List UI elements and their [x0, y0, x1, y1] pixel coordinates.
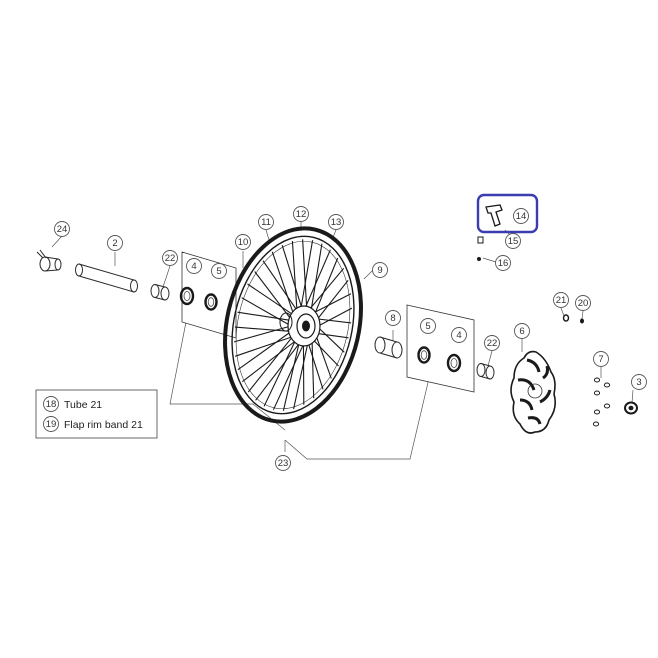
callout-15[interactable]: 15	[505, 233, 521, 249]
svg-text:19: 19	[46, 419, 57, 430]
legend-box: 18 Tube 21 19 Flap rim band 21	[35, 389, 158, 439]
legend-rim-band-label: Flap rim band 21	[64, 419, 143, 431]
svg-text:8: 8	[390, 313, 395, 324]
spoke	[262, 260, 303, 318]
svg-text:4: 4	[191, 261, 196, 272]
callout-14[interactable]: 14	[513, 208, 529, 224]
svg-text:16: 16	[498, 258, 509, 269]
callout-21[interactable]: 21	[553, 292, 569, 308]
callout-9[interactable]: 9	[372, 262, 388, 278]
disc-bolts-part	[592, 377, 611, 427]
svg-text:10: 10	[238, 237, 249, 248]
bearing-box-right	[406, 304, 475, 393]
spoke	[298, 240, 314, 317]
spacer-left-part	[150, 284, 170, 301]
svg-text:23: 23	[278, 458, 289, 469]
svg-text:4: 4	[456, 330, 461, 341]
callout-18[interactable]: 18	[43, 396, 59, 412]
svg-text:11: 11	[261, 217, 271, 228]
spoke	[282, 335, 302, 411]
spoke	[255, 334, 307, 401]
spoke	[237, 311, 298, 322]
callout-4-right[interactable]: 4	[451, 327, 467, 343]
svg-text:21: 21	[556, 295, 567, 306]
callout-3[interactable]: 3	[631, 374, 647, 390]
nut-21-part	[562, 314, 570, 322]
callout-8[interactable]: 8	[385, 310, 401, 326]
callout-5-left[interactable]: 5	[211, 263, 227, 279]
bearing-left-part	[179, 286, 195, 306]
svg-text:2: 2	[112, 238, 117, 249]
washer-20-part	[580, 318, 584, 324]
spoke	[247, 330, 298, 393]
seal-right-part	[417, 346, 431, 364]
axle-part	[75, 263, 138, 293]
bearing-right-part	[446, 353, 462, 373]
svg-text:7: 7	[598, 354, 603, 365]
spoke	[241, 334, 304, 383]
legend-tube-label: Tube 21	[64, 399, 102, 411]
callout-11[interactable]: 11	[258, 214, 274, 230]
callout-23[interactable]: 23	[275, 455, 291, 471]
callout-5-right[interactable]: 5	[420, 318, 436, 334]
svg-text:15: 15	[508, 236, 519, 247]
spoke	[304, 267, 345, 316]
highlight-box	[476, 193, 539, 234]
svg-text:24: 24	[57, 224, 68, 235]
callout-10[interactable]: 10	[235, 234, 251, 250]
brake-disc-part	[510, 350, 556, 434]
axle-clamp-part	[36, 249, 62, 272]
svg-text:5: 5	[216, 266, 221, 277]
svg-text:14: 14	[516, 211, 527, 222]
svg-text:13: 13	[331, 217, 342, 228]
callout-20[interactable]: 20	[575, 295, 591, 311]
svg-text:20: 20	[578, 298, 589, 309]
callout-16[interactable]: 16	[495, 255, 511, 271]
spoke	[263, 333, 299, 407]
spoke	[247, 283, 300, 320]
spoke	[291, 240, 299, 320]
svg-text:6: 6	[519, 326, 524, 337]
spoke	[233, 323, 297, 343]
spoke	[237, 327, 297, 371]
axle-nut-part	[624, 401, 638, 415]
svg-text:18: 18	[46, 399, 57, 410]
svg-text:5: 5	[425, 321, 430, 332]
callout-22-right[interactable]: 22	[484, 335, 500, 351]
svg-text:12: 12	[296, 209, 307, 220]
callout-13[interactable]: 13	[328, 214, 344, 230]
callout-6[interactable]: 6	[514, 323, 530, 339]
callout-12[interactable]: 12	[293, 206, 309, 222]
svg-text:22: 22	[487, 338, 498, 349]
callout-4-left[interactable]: 4	[186, 258, 202, 274]
spoke	[234, 333, 301, 357]
callout-7[interactable]: 7	[593, 351, 609, 367]
spoke	[271, 251, 297, 323]
svg-text:22: 22	[165, 253, 176, 264]
svg-text:9: 9	[377, 265, 382, 276]
spacer-right-part	[374, 336, 403, 359]
valve-part	[477, 204, 503, 261]
spoke	[281, 245, 306, 318]
wheel-hub-part	[279, 305, 321, 347]
callout-22-left[interactable]: 22	[162, 250, 178, 266]
spoke	[301, 249, 331, 316]
callout-2[interactable]: 2	[107, 235, 123, 251]
callout-24[interactable]: 24	[54, 221, 70, 237]
callout-19[interactable]: 19	[43, 416, 59, 432]
spacer-right-small-part	[476, 363, 495, 380]
seal-left-part	[204, 293, 218, 311]
svg-text:3: 3	[636, 377, 641, 388]
leader-lines	[51, 221, 634, 460]
